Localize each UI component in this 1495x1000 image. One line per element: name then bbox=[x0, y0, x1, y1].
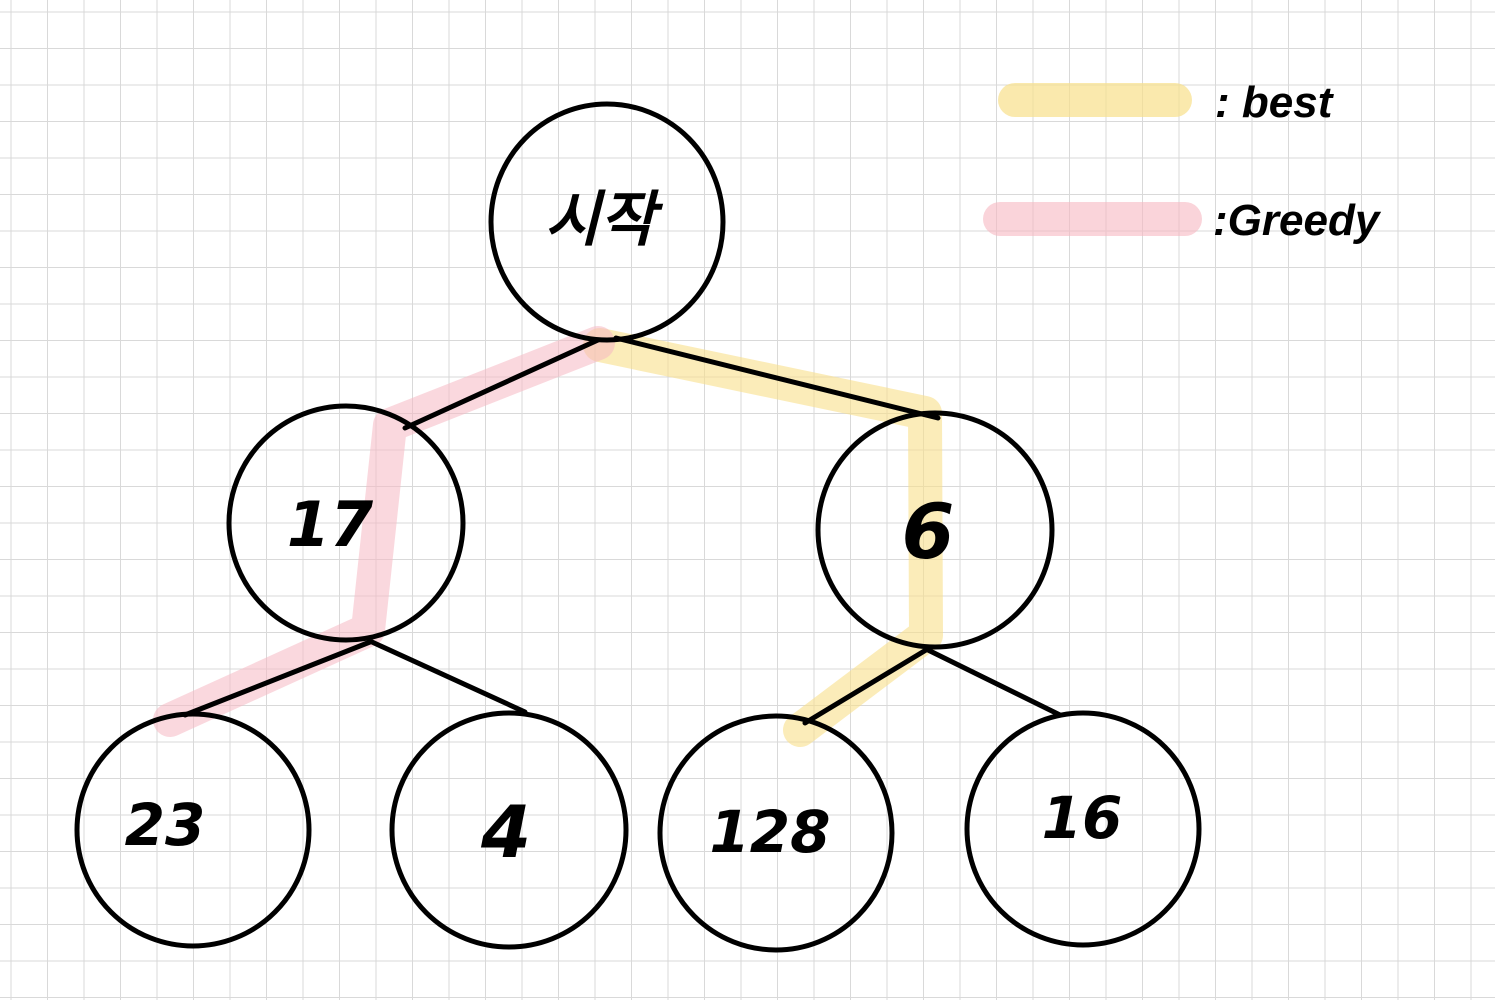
node-23 bbox=[74, 711, 312, 949]
node-4 bbox=[389, 710, 629, 950]
greedy-path-highlight bbox=[153, 326, 615, 737]
node-6-circle bbox=[815, 410, 1055, 650]
node-128-circle bbox=[657, 713, 895, 953]
greedy-path-stroke bbox=[153, 326, 615, 737]
node-16 bbox=[964, 710, 1202, 948]
node-4-label: 4 bbox=[480, 790, 531, 874]
edge-17-23 bbox=[182, 639, 373, 718]
node-17 bbox=[226, 403, 466, 643]
node-root-label: 시작 bbox=[545, 185, 664, 255]
edge-6-128 bbox=[802, 647, 929, 726]
node-labels: 시작 17 6 23 4 128 16 bbox=[125, 185, 1123, 874]
node-16-circle bbox=[964, 710, 1202, 948]
node-root-circle bbox=[488, 101, 726, 343]
node-6-label: 6 bbox=[902, 487, 955, 576]
tree-edges bbox=[182, 335, 1063, 726]
legend-best: : best bbox=[998, 78, 1335, 127]
legend-best-label: : best bbox=[1215, 78, 1335, 127]
tree-nodes bbox=[74, 101, 1202, 953]
node-17-label: 17 bbox=[287, 488, 374, 561]
legend-greedy-label: :Greedy bbox=[1213, 196, 1382, 245]
node-16-label: 16 bbox=[1042, 784, 1123, 852]
node-17-circle bbox=[226, 403, 466, 643]
node-root bbox=[488, 101, 726, 343]
edge-root-6 bbox=[613, 335, 941, 421]
edge-root-17 bbox=[402, 337, 601, 431]
node-4-circle bbox=[389, 710, 629, 950]
node-6 bbox=[815, 410, 1055, 650]
node-128 bbox=[657, 713, 895, 953]
legend-greedy: :Greedy bbox=[983, 196, 1382, 245]
edge-6-16 bbox=[925, 647, 1063, 718]
node-128-label: 128 bbox=[709, 798, 830, 866]
edge-17-4 bbox=[369, 639, 528, 715]
legend: : best :Greedy bbox=[983, 78, 1382, 245]
node-23-circle bbox=[74, 711, 312, 949]
best-path-highlight bbox=[583, 328, 943, 747]
best-path-stroke bbox=[583, 328, 943, 747]
node-23-label: 23 bbox=[125, 791, 206, 859]
